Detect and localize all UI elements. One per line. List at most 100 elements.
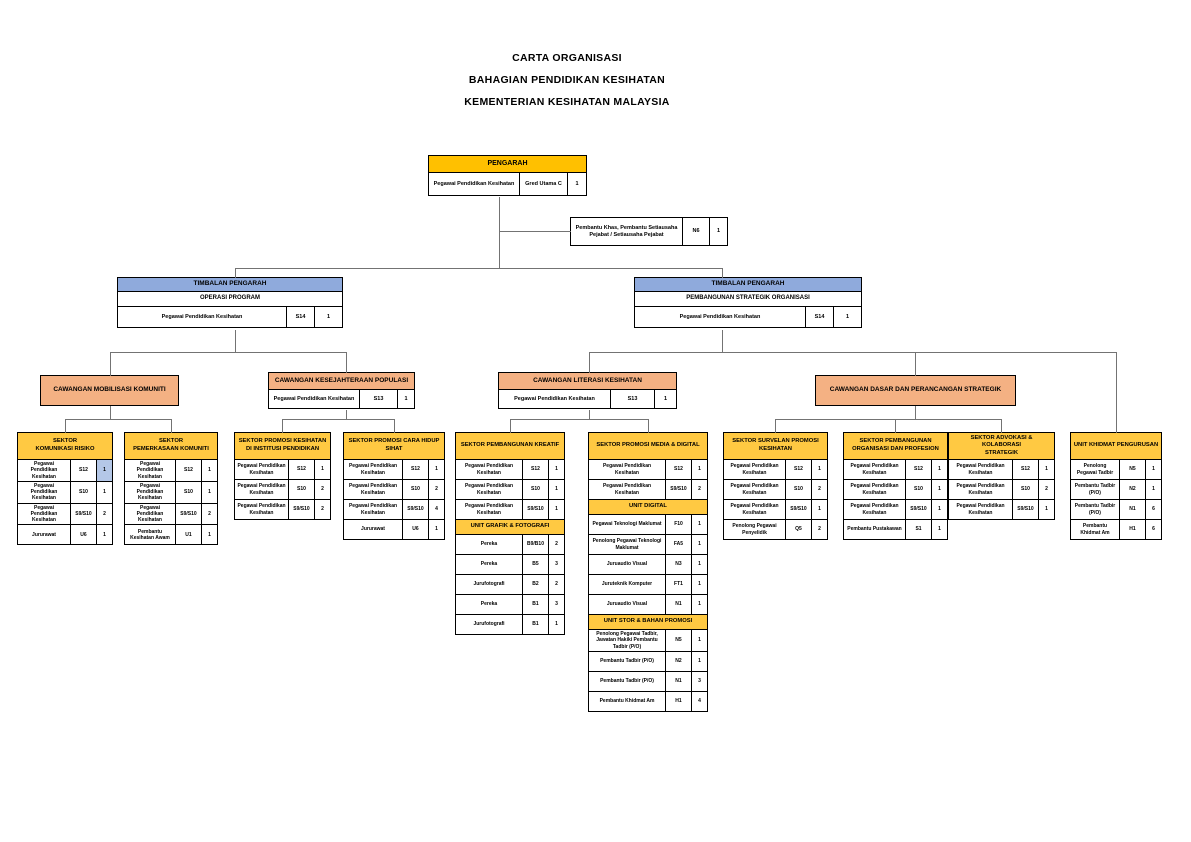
connector-line [510, 419, 649, 420]
count-cell: 1 [314, 460, 330, 479]
post-cell: Pembantu Khidmat Am [1080, 523, 1110, 536]
grade-cell: F10 [665, 515, 691, 534]
count-cell: 1 [691, 630, 707, 651]
post-cell: Pegawai Pendidikan Kesihatan [237, 463, 286, 476]
unit-header: TIMBALAN PENGARAH [634, 277, 862, 292]
grade-cell: S10 [70, 481, 96, 503]
count-cell: 3 [548, 555, 564, 574]
unit-header: CAWANGAN DASAR DAN PERANCANGAN STRATEGIK [815, 375, 1016, 406]
count-cell: 1 [1145, 480, 1161, 499]
post-cell: Pembantu Kesihatan Awam [130, 528, 170, 541]
connector-line [510, 419, 511, 433]
post-cell: Pegawai Teknologi Maklumat [592, 521, 662, 528]
grade-cell: S12 [522, 460, 548, 479]
connector-line [65, 419, 66, 433]
post-cell: Pegawai Pendidikan Kesihatan [30, 482, 58, 502]
post-cell: Pegawai Pendidikan Kesihatan [514, 395, 595, 402]
grade-cell: S10 [288, 480, 314, 499]
grade-cell: S9/S10 [288, 500, 314, 519]
connector-line [722, 268, 723, 278]
unit-subtitle: OPERASI PROGRAM [117, 291, 343, 307]
post-cell: Pegawai Pendidikan Kesihatan [273, 395, 355, 402]
cawangan-dasar-dan-perancangan-strategik: CAWANGAN DASAR DAN PERANCANGAN STRATEGIK [815, 375, 1016, 406]
count-cell: 1 [201, 460, 217, 481]
count-cell: 1 [548, 500, 564, 519]
connector-line [394, 419, 395, 433]
connector-line [589, 410, 590, 420]
connector-line [915, 352, 916, 376]
count-cell: 3 [548, 595, 564, 614]
post-cell: Pegawai Pendidikan Kesihatan [348, 463, 398, 476]
post-cell: Pegawai Pendidikan Kesihatan [237, 503, 286, 516]
grade-cell: B5 [522, 555, 548, 574]
count-cell: 1 [428, 460, 444, 479]
connector-line [775, 419, 776, 433]
count-cell: 2 [314, 480, 330, 499]
count-cell: 2 [428, 480, 444, 499]
count-cell: 1 [96, 481, 112, 503]
subunit-header: UNIT DIGITAL [588, 499, 708, 515]
post-cell: Pereka [480, 541, 498, 548]
chart-title-line-2: BAHAGIAN PENDIDIKAN KESIHATAN [468, 74, 666, 86]
count-cell: 1 [931, 480, 947, 499]
count-cell: 1 [691, 575, 707, 594]
grade-cell: N5 [665, 630, 691, 651]
unit-header: SEKTOR PROMOSI CARA HIDUP SIHAT [343, 432, 445, 460]
post-cell: Juruteknik Komputer [601, 581, 653, 588]
post-cell: Pegawai Pendidikan Kesihatan [433, 180, 515, 187]
grade-cell: B1 [522, 595, 548, 614]
unit-header: SEKTOR ADVOKASI & KOLABORASI STRATEGIK [948, 432, 1055, 460]
grade-cell: S12 [905, 460, 931, 479]
post-cell: Jururawat [32, 531, 56, 538]
post-cell: Pegawai Pendidikan Kesihatan [464, 503, 514, 516]
grade-cell: S9/S10 [175, 503, 201, 525]
grade-cell: S10 [522, 480, 548, 499]
count-cell: 1 [931, 520, 947, 539]
post-cell: Pembantu Tadbir (P/O) [600, 678, 654, 685]
post-cell: Pegawai Pendidikan Kesihatan [348, 483, 398, 496]
count-cell: 2 [811, 520, 827, 539]
grade-cell: S14 [805, 307, 833, 327]
post-cell: Juruaudio Visual [606, 561, 648, 568]
grade-cell: S10 [175, 481, 201, 503]
cawangan-mobilisasi-komuniti: CAWANGAN MOBILISASI KOMUNITI [40, 375, 179, 406]
post-cell: Pegawai Pendidikan Kesihatan [237, 483, 286, 496]
grade-cell: H1 [1119, 520, 1145, 539]
sektor-promosi-cara-hidup-sihat: SEKTOR PROMOSI CARA HIDUP SIHAT Pegawai P… [343, 432, 445, 540]
connector-line [895, 419, 896, 433]
grade-cell: N1 [665, 671, 691, 691]
post-cell: Penolong Pegawai Tadbir, Jawatan Hakiki … [596, 631, 658, 650]
grade-cell: S9/S10 [785, 500, 811, 519]
grade-cell: S12 [402, 460, 428, 479]
grade-cell: N2 [665, 651, 691, 671]
connector-line [282, 419, 395, 420]
count-cell: 1 [709, 218, 727, 245]
connector-line [589, 352, 590, 373]
count-cell: 1 [314, 307, 342, 327]
post-cell: Jurufotografi [473, 581, 505, 588]
post-cell: Pembantu Pustakawan [847, 526, 902, 533]
